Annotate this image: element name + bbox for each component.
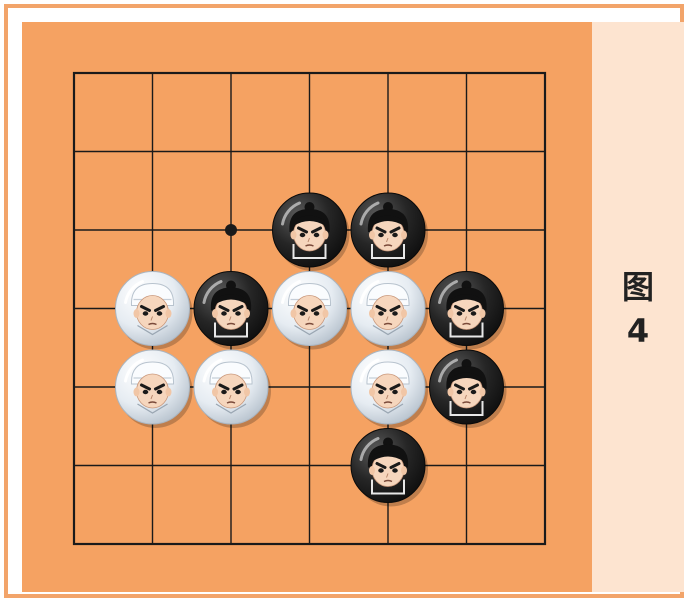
black-stone[interactable] [351, 429, 428, 507]
white-stone[interactable] [351, 350, 428, 428]
black-stone[interactable] [194, 272, 271, 350]
white-stone[interactable] [116, 350, 193, 428]
stones-layer [116, 193, 507, 507]
star-point [225, 224, 237, 236]
black-stone[interactable] [273, 193, 350, 271]
white-stone[interactable] [116, 272, 193, 350]
white-stone[interactable] [194, 350, 271, 428]
white-stone[interactable] [351, 272, 428, 350]
white-stone[interactable] [273, 272, 350, 350]
black-stone[interactable] [351, 193, 428, 271]
black-stone[interactable] [430, 272, 507, 350]
black-stone[interactable] [430, 350, 507, 428]
